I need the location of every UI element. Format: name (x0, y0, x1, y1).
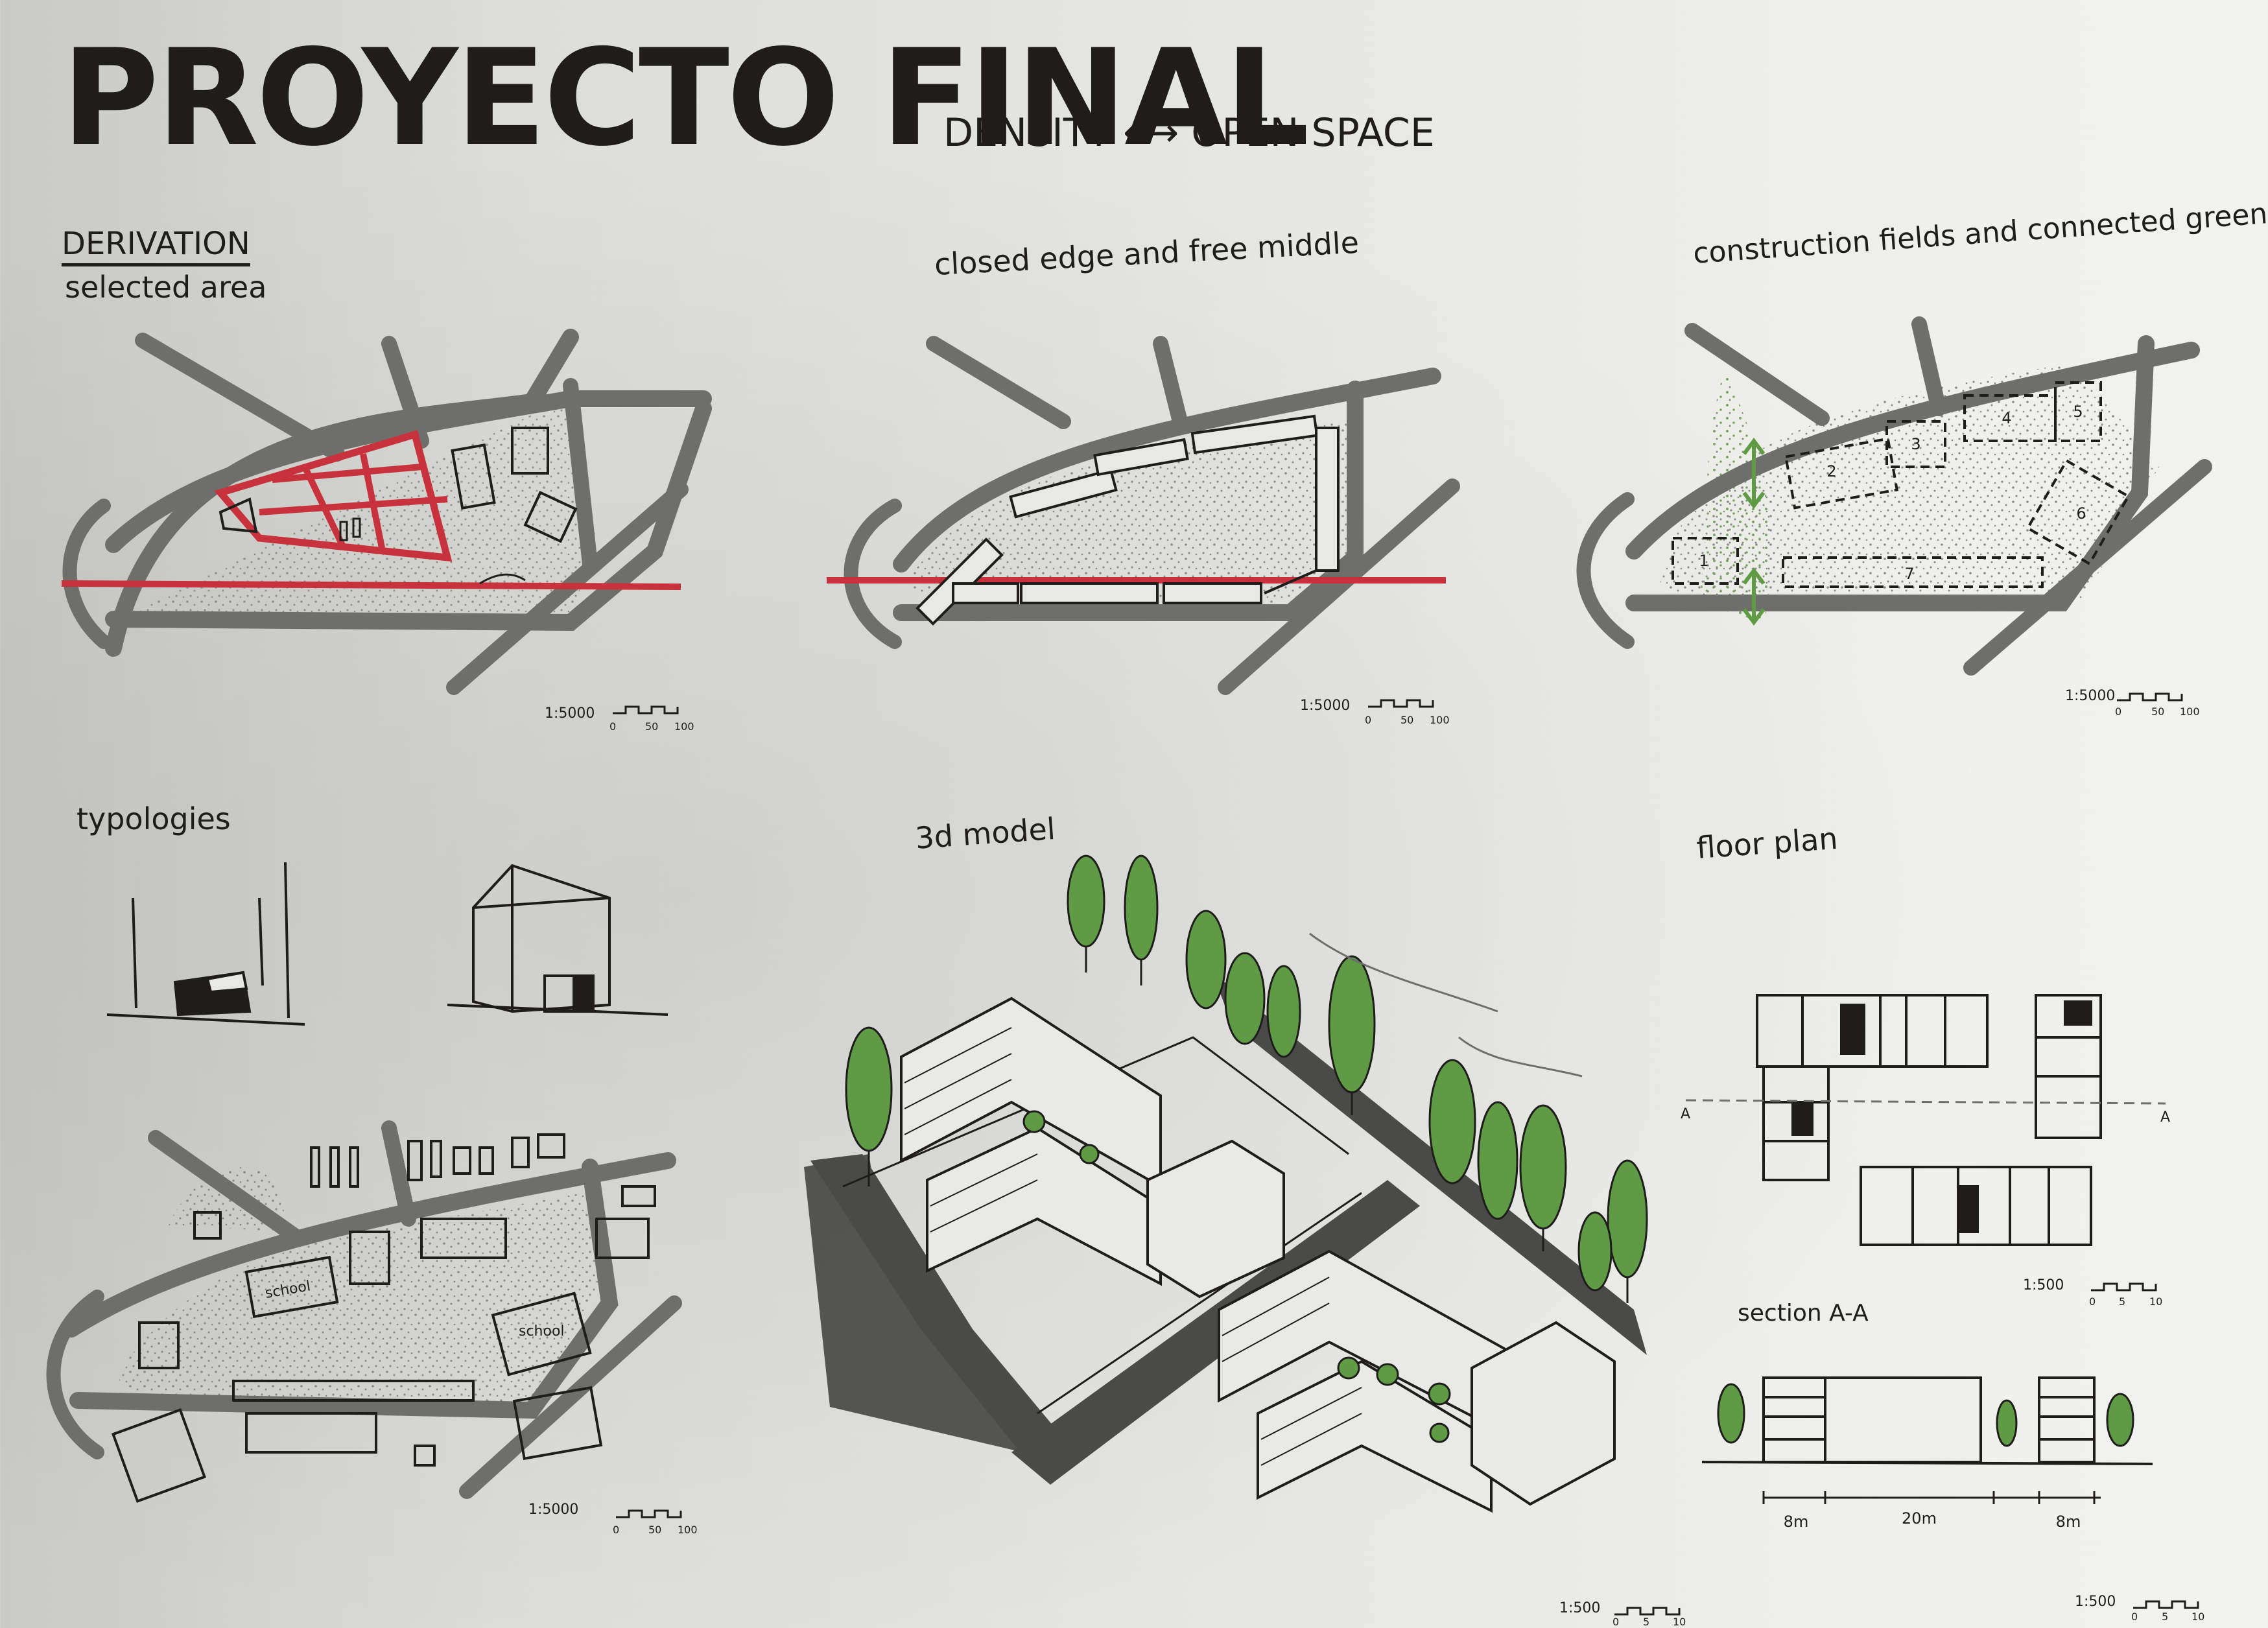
typology-sketches (106, 862, 668, 1026)
scale-bar-3 (2117, 692, 2183, 702)
scale-tick-7a: 0 (2131, 1610, 2138, 1623)
field-number-6: 6 (2076, 504, 2086, 523)
scale-bar-5 (2091, 1282, 2157, 1292)
scale-tick-4c: 100 (678, 1524, 698, 1536)
field-number-4: 4 (2002, 409, 2011, 427)
dimension-middle: 20m (1902, 1509, 1937, 1528)
scale-tick-4a: 0 (613, 1524, 620, 1536)
scale-tick-2b: 50 (1400, 714, 1414, 726)
label-section-aa: section A-A (1738, 1300, 1869, 1327)
map-closed-edge (827, 336, 1460, 695)
page-title: PROYECTO FINAL (62, 21, 1310, 176)
label-typologies: typologies (77, 801, 231, 836)
scale-tick-2a: 0 (1365, 714, 1372, 726)
scale-bar-4 (616, 1509, 682, 1518)
scale-tick-5a: 0 (2089, 1295, 2096, 1308)
scale-tick-1c: 100 (674, 720, 694, 733)
dimension-right: 8m (2056, 1513, 2081, 1531)
map-construction-fields: 1 2 3 4 5 6 7 (1576, 316, 2212, 676)
scale-label-selected-area: 1:5000 (545, 705, 595, 722)
scale-tick-5c: 10 (2149, 1295, 2163, 1308)
scale-tick-1a: 0 (609, 720, 617, 733)
scale-tick-5b: 5 (2119, 1295, 2126, 1308)
scale-tick-1b: 50 (645, 720, 659, 733)
scale-tick-2c: 100 (1430, 714, 1450, 726)
field-number-2: 2 (1826, 462, 1836, 480)
scale-tick-7c: 10 (2191, 1610, 2205, 1623)
scale-tick-3c: 100 (2180, 705, 2200, 718)
scale-tick-6b: 5 (1643, 1616, 1650, 1628)
section-aa-drawing (1701, 1376, 2153, 1504)
field-number-7: 7 (1904, 565, 1914, 583)
scale-bar-2 (1368, 699, 1434, 708)
field-number-1: 1 (1699, 552, 1708, 570)
section-mark-a-right: A (2160, 1109, 2170, 1126)
scale-label-model: 1:500 (1559, 1600, 1601, 1616)
page-subtitle: DENSITY ⟷ OPEN SPACE (943, 110, 1435, 156)
scale-bar-6 (1614, 1607, 1681, 1616)
scale-tick-6a: 0 (1612, 1616, 1620, 1628)
scale-label-masterplan: 1:5000 (528, 1502, 579, 1518)
field-number-5: 5 (2073, 403, 2083, 421)
scale-bar-1 (613, 705, 679, 714)
label-selected-area: selected area (65, 270, 267, 305)
section-heading-derivation: DERIVATION (62, 228, 250, 266)
scale-label-closed-edge: 1:5000 (1300, 698, 1351, 714)
floor-plan-drawing (1685, 994, 2166, 1246)
scale-label-section: 1:500 (2075, 1594, 2116, 1610)
scale-bar-7 (2133, 1600, 2199, 1609)
scale-label-floor-plan: 1:500 (2023, 1277, 2064, 1293)
scale-label-construction: 1:5000 (2065, 688, 2116, 704)
dimension-left: 8m (1784, 1513, 1809, 1531)
axonometric-model (804, 855, 1648, 1513)
masterplan-map: school school (46, 1120, 682, 1504)
scale-tick-4b: 50 (648, 1524, 662, 1536)
scale-tick-6c: 10 (1673, 1616, 1686, 1628)
map-selected-area (61, 329, 712, 695)
section-mark-a-left: A (1681, 1106, 1690, 1122)
scale-tick-3b: 50 (2151, 705, 2165, 718)
school-label-2: school (519, 1323, 565, 1339)
scale-tick-3a: 0 (2115, 705, 2122, 718)
scale-tick-7b: 5 (2162, 1610, 2169, 1623)
field-number-3: 3 (1911, 435, 1920, 453)
